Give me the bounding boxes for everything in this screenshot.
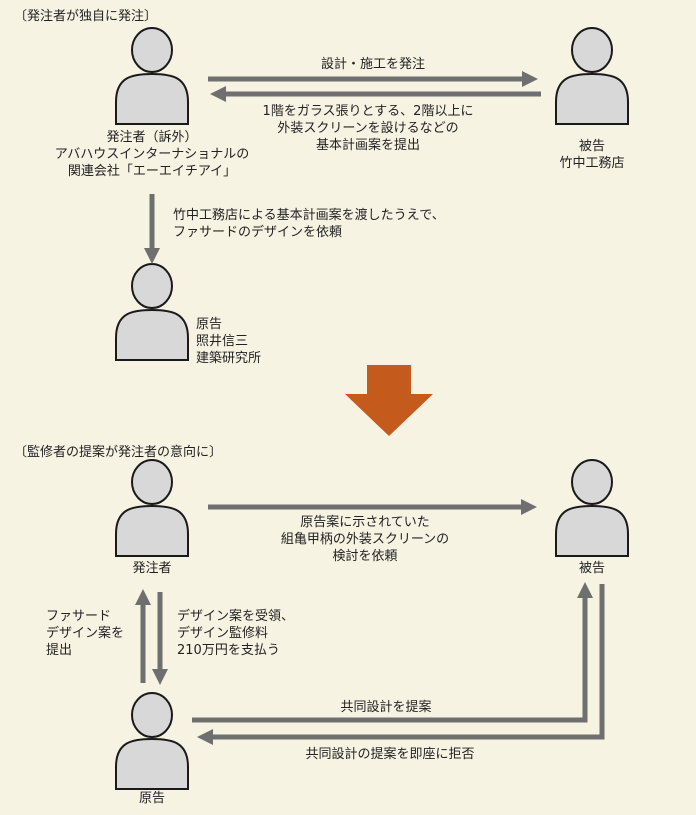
plan-arrow-label: 1階をガラス張りとする、2階以上に 外装スクリーンを設けるなどの 基本計画案を提… xyxy=(238,103,498,154)
submit-arrow-label: ファサード デザイン案を 提出 xyxy=(46,608,124,659)
propose-arrow xyxy=(192,582,593,723)
submit-line: デザイン案を xyxy=(46,626,125,641)
submit-line: ファサード xyxy=(46,609,112,624)
defendant-name: 竹中工務店 xyxy=(559,156,625,171)
request-line: 竹中工務店による基本計画案を渡したうえで、 xyxy=(173,208,445,223)
reject-arrow-label: 共同設計の提案を即座に拒否 xyxy=(305,747,475,762)
consider-line: 検討を依頼 xyxy=(332,549,398,564)
consider-line: 原告案に示されていた xyxy=(300,515,430,530)
request-line: ファサードのデザインを依頼 xyxy=(173,225,343,240)
fee-arrow xyxy=(152,592,168,685)
propose-arrow-label: 共同設計を提案 xyxy=(340,700,432,715)
plaintiff2-label: 原告 xyxy=(138,791,165,806)
defendant2-label: 被告 xyxy=(578,561,605,576)
consider-line: 組亀甲柄の外装スクリーンの xyxy=(280,532,450,547)
down-arrow-icon xyxy=(345,365,433,436)
client-desc-line2: 関連会社「エーエイチアイ」 xyxy=(67,164,237,179)
fee-line: デザイン案を受領、 xyxy=(177,609,295,624)
plan-arrow xyxy=(210,86,541,102)
client2-label: 発注者 xyxy=(132,561,172,576)
order-arrow xyxy=(208,71,538,87)
defendant-person-icon xyxy=(555,459,629,557)
submit-line: 提出 xyxy=(46,643,73,658)
consider-arrow-label: 原告案に示されていた 組亀甲柄の外装スクリーンの 検討を依頼 xyxy=(255,514,475,565)
defendant-person-icon xyxy=(555,27,629,125)
plan-line: 外装スクリーンを設けるなどの xyxy=(277,121,459,136)
plaintiff-person-icon xyxy=(115,263,189,361)
section1-heading: 〔発注者が独自に発注〕 xyxy=(14,9,158,24)
plaintiff-label: 原告 照井信三 建築研究所 xyxy=(196,316,261,367)
client-desc-line1: アバハウスインターナショナルの xyxy=(54,147,250,162)
plan-line: 1階をガラス張りとする、2階以上に xyxy=(262,104,474,119)
fee-line: デザイン監修料 xyxy=(177,626,269,641)
fee-line: 210万円を支払う xyxy=(177,643,280,658)
plaintiff-name-line2: 建築研究所 xyxy=(196,351,262,366)
reject-arrow xyxy=(197,584,605,745)
section2-heading: 〔監修者の提案が発注者の意向に〕 xyxy=(14,445,223,460)
plan-line: 基本計画案を提出 xyxy=(315,138,420,153)
plaintiff-person-icon xyxy=(115,692,189,790)
plaintiff-name-line1: 照井信三 xyxy=(196,334,249,349)
plaintiff-title: 原告 xyxy=(196,317,223,332)
client-label: 発注者（訴外） アバハウスインターナショナルの 関連会社「エーエイチアイ」 xyxy=(52,129,252,180)
client-name: 発注者（訴外） xyxy=(106,130,198,145)
defendant-label: 被告 竹中工務店 xyxy=(542,138,642,172)
client-person-icon xyxy=(115,27,189,125)
consider-arrow xyxy=(208,499,537,515)
fee-arrow-label: デザイン案を受領、 デザイン監修料 210万円を支払う xyxy=(177,608,294,659)
order-arrow-label: 設計・施工を発注 xyxy=(320,57,425,72)
request-arrow-label: 竹中工務店による基本計画案を渡したうえで、 ファサードのデザインを依頼 xyxy=(173,207,445,241)
request-arrow xyxy=(144,194,160,264)
submit-arrow xyxy=(135,589,151,683)
client-person-icon xyxy=(115,459,189,557)
defendant-title: 被告 xyxy=(578,139,605,154)
